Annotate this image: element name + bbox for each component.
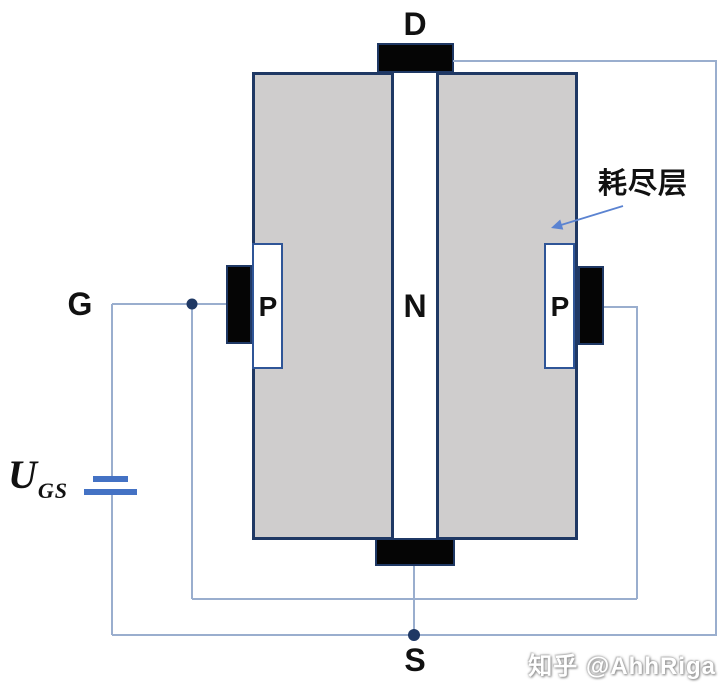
gate-electrode-right <box>578 266 604 345</box>
n-channel-label: N <box>403 288 427 324</box>
voltage-subscript: GS <box>37 478 69 503</box>
gate-label: G <box>67 286 93 322</box>
source-label: S <box>404 642 426 678</box>
voltage-symbol: U <box>8 452 37 497</box>
depletion-layer-label: 耗尽层 <box>598 168 689 200</box>
drain-label: D <box>403 6 427 42</box>
gate-source-voltage-label: UGS <box>8 452 67 502</box>
drain-electrode <box>377 43 454 73</box>
source-electrode <box>375 538 455 566</box>
watermark: 知乎 @AhhRiga <box>528 653 716 680</box>
source-junction-dot <box>408 629 420 641</box>
p-region-right-label: P <box>550 291 570 322</box>
gate-junction-dot <box>186 298 198 310</box>
right-gate-wire <box>604 306 638 599</box>
p-region-left-label: P <box>258 291 278 322</box>
